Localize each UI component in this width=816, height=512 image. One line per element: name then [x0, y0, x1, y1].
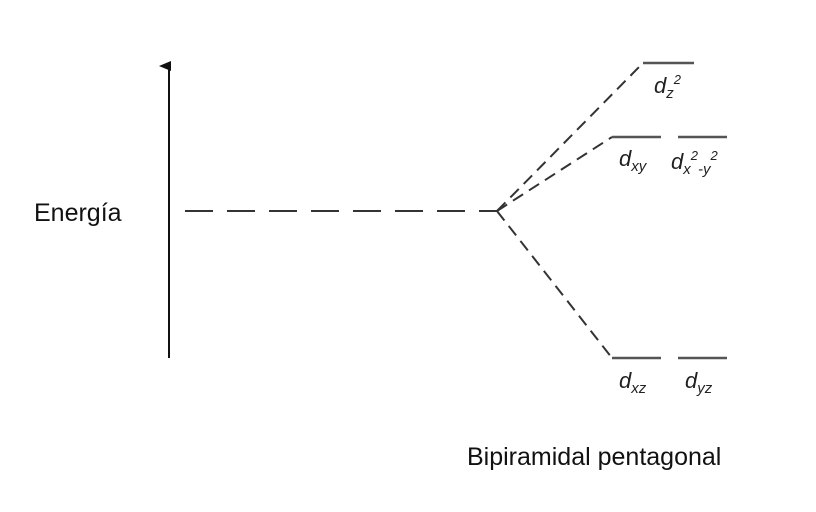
connector-dxz [496, 210, 613, 359]
geometry-label: Bipiramidal pentagonal [467, 443, 722, 471]
label-sup: 2 [710, 148, 718, 163]
label-sup: 2 [673, 72, 681, 87]
label-sub: yz [697, 380, 713, 397]
connector-dxy [496, 136, 613, 212]
label-sub: z [666, 85, 674, 102]
label-dyz: dyz [685, 368, 712, 397]
label-dxz: dxz [619, 368, 646, 397]
label-base: d [671, 149, 684, 174]
label-sub: -y [697, 161, 711, 178]
label-sub: x [683, 161, 691, 178]
label-sub: xz [631, 380, 647, 397]
label-dz2: dz2 [654, 72, 681, 102]
label-dxy: dxy [619, 146, 646, 175]
label-base: d [619, 368, 632, 393]
connector-dz2 [496, 62, 644, 212]
label-base: d [685, 368, 698, 393]
label-dx2y2: dx2-y2 [671, 148, 718, 178]
label-base: d [654, 73, 667, 98]
label-sub: xy [631, 158, 647, 175]
energy-axis-label: Energía [34, 199, 122, 227]
label-sup: 2 [690, 148, 698, 163]
label-base: d [619, 146, 632, 171]
